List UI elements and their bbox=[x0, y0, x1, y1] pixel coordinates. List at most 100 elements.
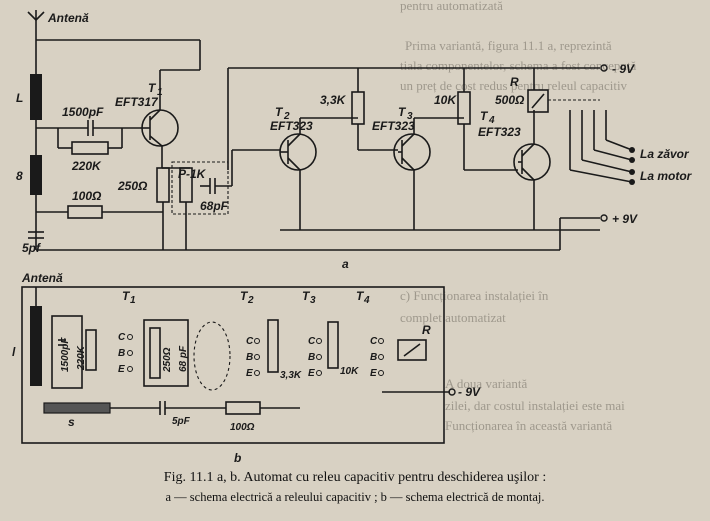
svg-text:complet automatizat: complet automatizat bbox=[400, 310, 506, 325]
t4-pin-e: E bbox=[370, 368, 377, 379]
relay-label-b: R bbox=[422, 323, 431, 337]
t4-pin-c: C bbox=[370, 336, 378, 347]
t1-pin-b: B bbox=[118, 348, 125, 359]
res-33k-label-a: 3,3K bbox=[320, 93, 347, 107]
pot-p1k-label: P-1K bbox=[178, 167, 207, 181]
t3-pin-b: B bbox=[308, 352, 315, 363]
t3-label-b: T bbox=[302, 289, 311, 303]
t3-sub-a: 3 bbox=[407, 111, 413, 122]
label-9v-b: - 9V bbox=[458, 385, 481, 399]
resistor-33k-b bbox=[267, 319, 279, 373]
cap-1500-label-b: 1500pF bbox=[60, 337, 71, 372]
relay-500-label: 500Ω bbox=[495, 93, 525, 107]
t2-pin-c: C bbox=[246, 336, 254, 347]
antenna-symbol-a bbox=[27, 10, 45, 28]
t3-type-label: EFT323 bbox=[372, 119, 415, 133]
label-plus-9v: + 9V bbox=[612, 212, 638, 226]
transistor-t3-a bbox=[393, 133, 431, 171]
pot-250-label-b: 250Ω bbox=[162, 347, 173, 373]
t1-label-a: T bbox=[148, 81, 157, 95]
resistor-250-a bbox=[156, 167, 170, 203]
label-la-motor: La motor bbox=[640, 169, 693, 183]
resistor-220k-a bbox=[71, 141, 109, 155]
svg-text:tiala componentelor, schema a: tiala componentelor, schema a fost conce… bbox=[400, 58, 637, 73]
t3-label-a: T bbox=[398, 105, 407, 119]
t2-pin-e: E bbox=[246, 368, 253, 379]
t4-sub-b: 4 bbox=[363, 295, 370, 306]
figure-caption-title: Fig. 11.1 a, b. Automat cu releu capacit… bbox=[163, 470, 547, 485]
coil-2 bbox=[30, 155, 42, 195]
t1-sub-a: 1 bbox=[157, 87, 163, 98]
cap-1500-label-a: 1500pF bbox=[62, 105, 104, 119]
t2-pin-b: B bbox=[246, 352, 253, 363]
resistor-100-b bbox=[225, 401, 261, 415]
svg-text:Funcționarea în această varian: Funcționarea în această variantă bbox=[445, 418, 612, 433]
res-220k-label-b: 220K bbox=[76, 345, 87, 371]
rod-s-label: s bbox=[68, 415, 75, 429]
pot-250-b bbox=[149, 327, 161, 379]
t1-sub-b: 1 bbox=[130, 295, 136, 306]
cap-68-label-a: 68pF bbox=[200, 199, 229, 213]
background-page-text: pentru automatizată Prima variantă, figu… bbox=[400, 0, 637, 433]
relay-label-a: R bbox=[510, 75, 519, 89]
coil-2-label: 8 bbox=[16, 169, 23, 183]
svg-text:pentru automatizată: pentru automatizată bbox=[400, 0, 503, 13]
t2-sub-b: 2 bbox=[247, 295, 254, 306]
res-33k-label-b: 3,3K bbox=[280, 370, 302, 381]
svg-text:A doua variantă: A doua variantă bbox=[445, 376, 528, 391]
svg-text:zilei, dar costul instalației: zilei, dar costul instalației este mai bbox=[445, 398, 625, 413]
res-100-label-a: 100Ω bbox=[72, 189, 102, 203]
cap-5-label-b: 5pF bbox=[172, 416, 191, 427]
svg-text:Prima variantă, figura 11.1 a,: Prima variantă, figura 11.1 a, reprezint… bbox=[405, 38, 612, 53]
antenna-label-a: Antenă bbox=[47, 11, 89, 25]
figure-caption-subtitle: a — schema electrică a releului capaciti… bbox=[165, 490, 545, 504]
t2-label-b: T bbox=[240, 289, 249, 303]
t1-pin-e: E bbox=[118, 364, 125, 375]
t3-pin-e: E bbox=[308, 368, 315, 379]
schematic-a: Antenă L 8 1500pF 220K T 1 bbox=[16, 10, 693, 271]
t4-label-b: T bbox=[356, 289, 365, 303]
coil-L-label: L bbox=[16, 91, 23, 105]
schematic-b-letter: b bbox=[234, 451, 241, 465]
resistor-100-a bbox=[67, 205, 103, 219]
schematic-a-letter: a bbox=[342, 257, 349, 271]
schematic-b: Antenă l 1500pF 220K T 1 C B E 250Ω 68 p… bbox=[12, 271, 481, 465]
res-100-label-b: 100Ω bbox=[230, 422, 255, 433]
t4-type-label: EFT323 bbox=[478, 125, 521, 139]
t2-sub-a: 2 bbox=[283, 111, 290, 122]
t1-pin-c: C bbox=[118, 332, 126, 343]
cap-68-label-b: 68 pF bbox=[178, 345, 189, 372]
antenna-label-b: Antenă bbox=[21, 271, 63, 285]
resistor-10k-b bbox=[327, 321, 339, 369]
transistor-t4-a bbox=[513, 143, 551, 181]
coil-L bbox=[30, 74, 42, 120]
t2-type-label: EFT323 bbox=[270, 119, 313, 133]
t4-label-a: T bbox=[480, 109, 489, 123]
pot-group-b bbox=[143, 319, 189, 387]
resistor-220k-b bbox=[85, 329, 97, 371]
svg-text:c) Funcționarea instalației în: c) Funcționarea instalației în bbox=[400, 288, 549, 303]
t1-label-b: T bbox=[122, 289, 131, 303]
t4-sub-a: 4 bbox=[488, 115, 495, 126]
shield-box bbox=[171, 161, 229, 215]
resistor-33k-a bbox=[351, 91, 365, 125]
coil-l-label-b: l bbox=[12, 345, 16, 359]
resistor-10k-a bbox=[457, 91, 471, 125]
t1-type-label: EFT317 bbox=[115, 95, 159, 109]
relay-coil-a bbox=[527, 89, 549, 113]
res-250-label-a: 250Ω bbox=[117, 179, 148, 193]
t4-pin-b: B bbox=[370, 352, 377, 363]
shield-ellipse-b bbox=[193, 321, 231, 391]
res-10k-label-b: 10K bbox=[340, 366, 359, 377]
relay-contacts bbox=[569, 110, 635, 185]
t3-pin-c: C bbox=[308, 336, 316, 347]
t2-label-a: T bbox=[275, 105, 284, 119]
label-minus-9v: - 9V bbox=[612, 62, 635, 76]
res-10k-label-a: 10K bbox=[434, 93, 457, 107]
board-outline-b bbox=[21, 286, 445, 444]
rod-s-b bbox=[43, 402, 111, 414]
svg-text:un preț de cost redus pentru r: un preț de cost redus pentru releul capa… bbox=[400, 78, 628, 93]
cap-5-label-a: 5pf bbox=[22, 241, 41, 255]
